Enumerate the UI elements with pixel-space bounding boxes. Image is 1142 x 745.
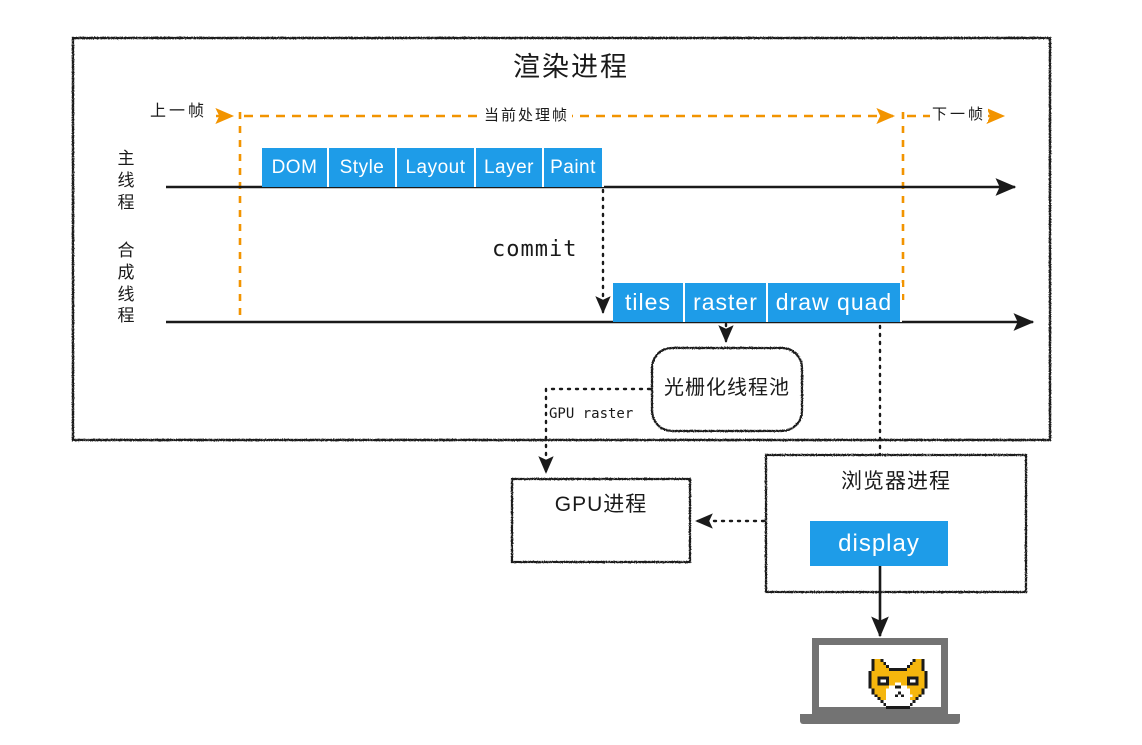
- display-chip[interactable]: display: [810, 521, 950, 566]
- browser-process-label: 浏览器进程: [841, 470, 951, 493]
- raster-thread-pool-label: 光栅化线程池: [664, 377, 790, 399]
- previous-frame-label: 上一帧: [148, 103, 210, 120]
- renderer-process-box: [71, 36, 1052, 442]
- main-thread-label-char: 主: [117, 149, 135, 168]
- gpu-raster-path: [538, 387, 652, 474]
- stage-chip-tiles[interactable]: tiles: [613, 283, 685, 322]
- frame-boundary-lines: [238, 112, 905, 322]
- compositor-thread-label-char: 合: [117, 241, 135, 260]
- compositor-thread-label-char: 程: [117, 306, 135, 326]
- current-frame-label: 当前处理帧: [481, 108, 573, 123]
- raster-thread-pool-box: [650, 346, 804, 433]
- laptop-screen: [812, 638, 948, 714]
- stage-chip-style[interactable]: Style: [329, 148, 397, 187]
- main-thread-label: 主 线 程: [116, 148, 136, 213]
- compositor-thread-label-char: 线: [117, 284, 135, 304]
- main-thread-label-char: 线: [117, 170, 135, 190]
- gpu-process-label: GPU进程: [554, 493, 648, 516]
- commit-label: commit: [492, 237, 578, 262]
- stage-chip-draw-quad[interactable]: draw quad: [768, 283, 902, 322]
- next-frame-label: 下一帧: [930, 106, 989, 123]
- stage-chip-layer[interactable]: Layer: [476, 148, 544, 187]
- page-title: 渲染进程: [513, 52, 629, 82]
- gpu-raster-label: GPU raster: [549, 406, 634, 422]
- compositor-thread-label-char: 成: [117, 262, 135, 282]
- doge-face-icon: [868, 659, 928, 709]
- main-thread-label-char: 程: [117, 192, 135, 212]
- stage-chip-paint[interactable]: Paint: [544, 148, 604, 187]
- compositor-thread-label: 合 成 线 程: [116, 240, 136, 327]
- gpu-process-box: [510, 477, 692, 564]
- stage-chip-raster[interactable]: raster: [685, 283, 768, 322]
- stage-chip-dom[interactable]: DOM: [262, 148, 329, 187]
- laptop-base: [800, 714, 960, 724]
- stage-chip-layout[interactable]: Layout: [397, 148, 476, 187]
- laptop-icon: [800, 638, 960, 736]
